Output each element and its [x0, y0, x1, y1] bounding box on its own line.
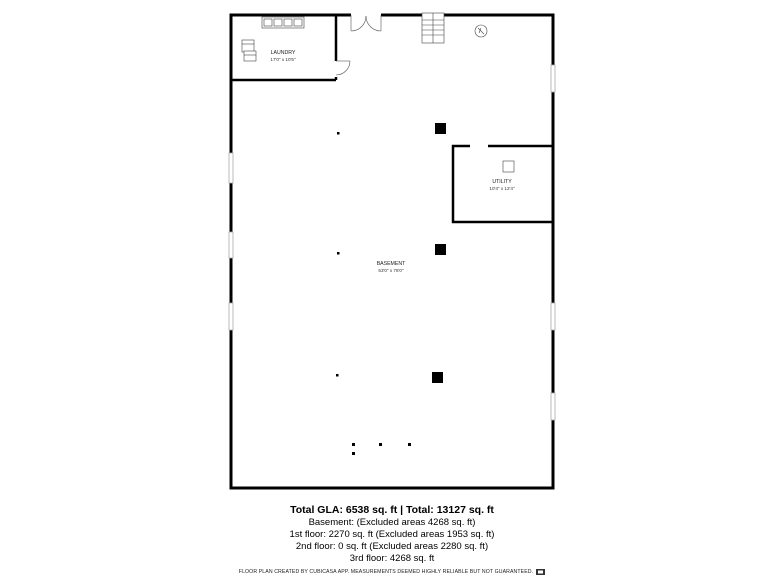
cubicasa-logo-icon — [536, 569, 546, 575]
basement-dimensions: 53'0" x 78'0" — [378, 268, 404, 273]
second-floor-area: 2nd floor: 0 sq. ft (Excluded areas 2280… — [295, 541, 489, 552]
sink-icon — [283, 18, 293, 27]
utility-dimensions: 10'4" x 12'4" — [489, 186, 515, 191]
post-icon — [379, 443, 382, 446]
windows — [228, 64, 556, 421]
stairs-icon — [421, 12, 445, 44]
post-icon — [352, 452, 355, 455]
furnace-icon — [502, 160, 515, 173]
water-heater-icon — [474, 24, 488, 38]
footer-disclaimer: FLOOR PLAN CREATED BY CUBICASA APP. MEAS… — [0, 569, 784, 575]
footer-text: FLOOR PLAN CREATED BY CUBICASA APP. MEAS… — [238, 569, 534, 575]
column-icon — [435, 244, 446, 255]
post-icon — [337, 252, 340, 255]
floor-plan: LAUNDRY 17'0" x 10'5" UTILITY 10'4" x 12… — [228, 12, 556, 490]
window — [550, 64, 556, 93]
column-icon — [435, 123, 446, 134]
sink-icon — [273, 18, 283, 27]
window — [228, 302, 234, 331]
dryer-icon — [243, 50, 257, 62]
basement-area: Basement: (Excluded areas 4268 sq. ft) — [308, 517, 476, 528]
window — [228, 152, 234, 184]
window — [550, 302, 556, 331]
basement-label: BASEMENT — [377, 261, 406, 267]
laundry-counter — [261, 16, 305, 29]
entry-door-icon — [350, 13, 382, 32]
third-floor-area: 3rd floor: 4268 sq. ft — [349, 553, 435, 564]
column-icon — [432, 372, 443, 383]
laundry-room: LAUNDRY 17'0" x 10'5" — [231, 15, 351, 82]
window — [550, 392, 556, 421]
post-icon — [336, 374, 339, 377]
utility-label: UTILITY — [492, 179, 512, 185]
window — [228, 231, 234, 259]
washer-icon — [241, 39, 255, 53]
sink-icon — [293, 18, 303, 27]
total-area: Total GLA: 6538 sq. ft | Total: 13127 sq… — [290, 504, 494, 516]
laundry-dimensions: 17'0" x 10'5" — [270, 57, 296, 62]
utility-room: UTILITY 10'4" x 12'4" — [451, 144, 553, 224]
first-floor-area: 1st floor: 2270 sq. ft (Excluded areas 1… — [289, 529, 495, 540]
post-icon — [352, 443, 355, 446]
exterior-walls — [229, 13, 555, 490]
post-icon — [337, 132, 340, 135]
sink-icon — [263, 18, 273, 27]
post-icon — [408, 443, 411, 446]
door-icon — [335, 60, 351, 76]
columns — [336, 123, 446, 455]
laundry-label: LAUNDRY — [271, 50, 296, 56]
